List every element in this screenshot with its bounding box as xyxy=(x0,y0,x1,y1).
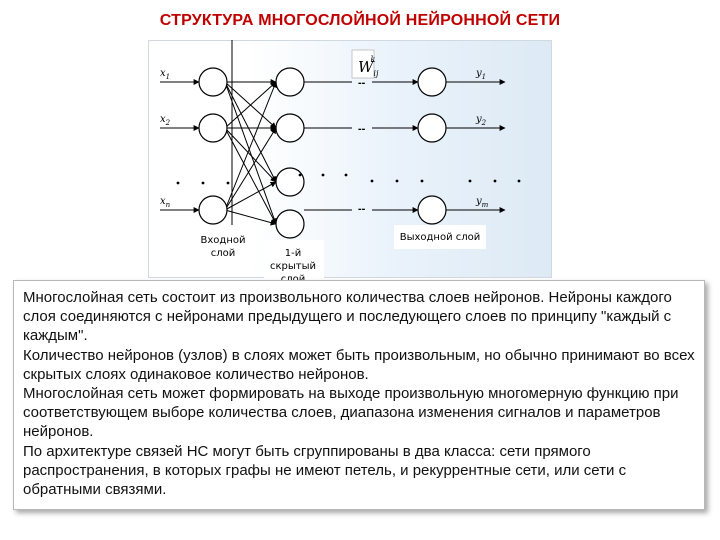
caption-input-bg xyxy=(190,228,256,264)
output-label: y1 xyxy=(475,68,486,81)
ellipsis-dot xyxy=(226,181,230,185)
hidden-neuron xyxy=(275,67,305,97)
connection-line xyxy=(224,81,277,225)
ellipsis-dot xyxy=(176,181,180,185)
ellipsis-dot xyxy=(468,179,472,183)
input-label: xn xyxy=(160,196,171,209)
output-neuron xyxy=(417,195,447,225)
input-neuron xyxy=(198,113,228,143)
dash-label: -- xyxy=(358,123,366,135)
output-neuron xyxy=(417,67,447,97)
ellipsis-dot xyxy=(420,179,424,183)
description-text-box: Многослойная сеть состоит из произвольно… xyxy=(13,280,705,510)
caption-hidden-line: 1-й xyxy=(285,248,301,259)
hidden-neuron xyxy=(275,113,305,143)
caption-hidden-line: скрытый xyxy=(270,261,316,272)
connection-line xyxy=(224,127,277,183)
ellipsis-dot xyxy=(517,179,521,183)
output-label: ym xyxy=(475,196,489,209)
connection-line xyxy=(224,181,277,211)
input-neuron xyxy=(198,67,228,97)
ellipsis-dot xyxy=(298,173,302,177)
hidden-neuron xyxy=(275,209,305,239)
ellipsis-dot xyxy=(395,179,399,183)
caption-input-line: Входной xyxy=(201,235,246,246)
dash-label: -- xyxy=(358,203,366,215)
dash-label: -- xyxy=(358,77,366,89)
caption-output: Выходной слой xyxy=(400,232,481,243)
input-label: x1 xyxy=(160,68,170,81)
ellipsis-dot xyxy=(493,179,497,183)
caption-input-line: слой xyxy=(211,248,236,259)
input-label: x2 xyxy=(160,114,171,127)
paragraph: Количество нейронов (узлов) в слоях може… xyxy=(23,346,695,383)
output-neuron xyxy=(417,113,447,143)
connection-line xyxy=(224,81,277,183)
connection-line xyxy=(224,81,277,129)
connection-line xyxy=(224,81,277,211)
connection-lines xyxy=(160,40,506,226)
neuron-nodes xyxy=(198,67,447,239)
page-title: СТРУКТУРА МНОГОСЛОЙНОЙ НЕЙРОННОЙ СЕТИ xyxy=(159,12,561,29)
output-label: y2 xyxy=(475,114,487,127)
caption-output-bg xyxy=(394,225,486,249)
paragraph: Многослойная сеть состоит из произвольно… xyxy=(23,289,672,345)
connection-line xyxy=(224,209,277,226)
ellipsis-dot xyxy=(344,173,348,177)
hidden-neuron xyxy=(275,167,305,197)
weight-label: Wijk xyxy=(358,55,379,78)
caption-hidden-line: слой xyxy=(281,274,306,285)
ellipsis-dot xyxy=(201,181,205,185)
paragraph: По архитектуре связей НС могут быть сгру… xyxy=(23,442,627,499)
connection-line xyxy=(224,127,277,211)
connection-line xyxy=(224,127,277,225)
ellipsis-dot xyxy=(321,173,325,177)
ellipsis-dot xyxy=(370,179,374,183)
caption-hidden-bg xyxy=(264,240,324,280)
paragraph: Многослойная сеть может формировать на в… xyxy=(23,385,679,441)
input-neuron xyxy=(198,195,228,225)
weight-box xyxy=(351,49,375,79)
